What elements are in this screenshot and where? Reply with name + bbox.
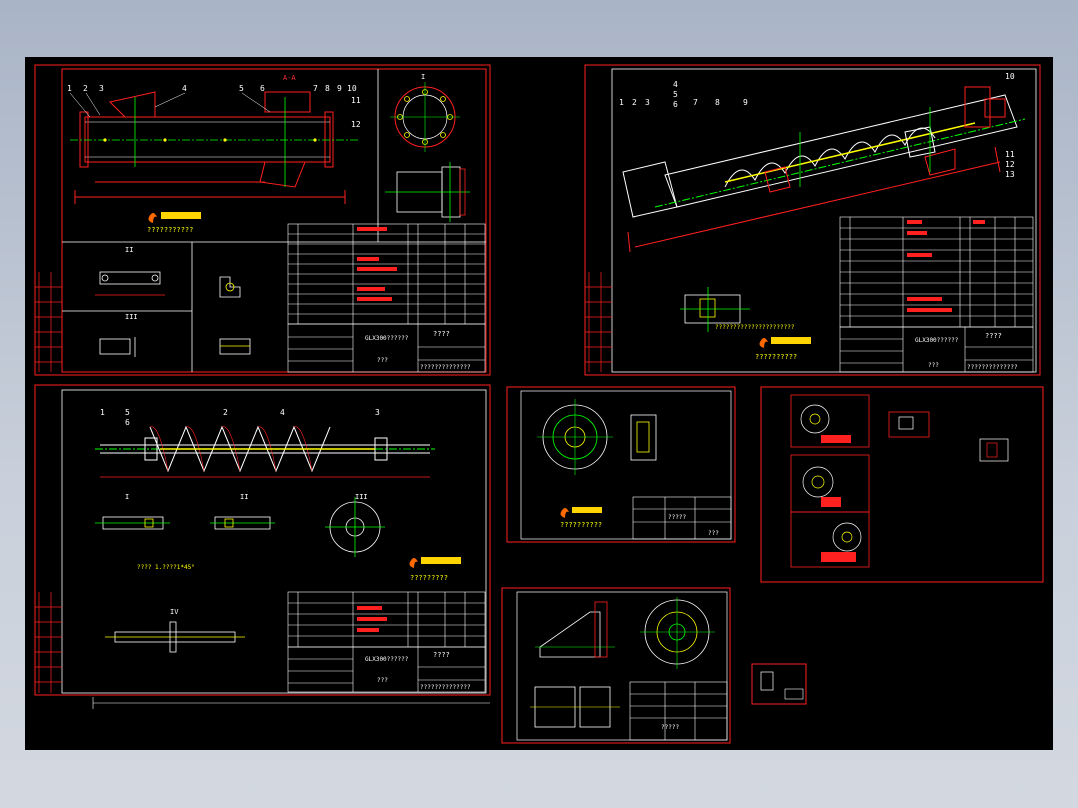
s2-balloon-11: 11: [1005, 150, 1015, 159]
parts-list-2: [839, 216, 1034, 328]
sheet-5-bracket: ?????: [501, 587, 731, 744]
sheet-4-bearing: ?????????? ????? ???: [506, 386, 736, 543]
balloon-12: 12: [351, 120, 361, 129]
balloon-9: 9: [337, 84, 342, 93]
detail-label-ii-s3: II: [240, 493, 248, 501]
title-block-3: [287, 646, 486, 693]
detail-label-iv: IV: [170, 608, 179, 616]
title-bottom-2: ???: [928, 362, 939, 369]
detail-iii: [95, 271, 165, 357]
flange-label: I: [421, 73, 425, 81]
s2-balloon-3: 3: [645, 98, 650, 107]
sheet-6-parts: [760, 386, 1044, 583]
drawing-title-2: GLX300??????: [915, 337, 959, 344]
sheet-7-small: [751, 663, 807, 705]
company-logo: ???????????: [147, 212, 201, 234]
tech-note: ???????????: [147, 226, 193, 234]
balloon-7: 7: [313, 84, 318, 93]
company-3: ??????????????: [420, 684, 471, 691]
company-2: ??????????????: [967, 364, 1018, 371]
sheet-2-assembly: 1 2 3 4 5 6 7 8 9 10 11 12 13 ??????????…: [584, 64, 1041, 376]
title-center-1: ????: [433, 330, 450, 338]
s3-balloon-4: 4: [280, 408, 285, 417]
balloon-6: 6: [260, 84, 265, 93]
s2-balloon-12: 12: [1005, 160, 1015, 169]
detail-label-i: I: [125, 493, 129, 501]
side-view: [385, 162, 470, 222]
company-logo-3: ?????????: [409, 557, 461, 582]
s3-balloon-3: 3: [375, 408, 380, 417]
detail-label-ii: II: [125, 246, 133, 254]
s2-balloon-2: 2: [632, 98, 637, 107]
cad-viewport[interactable]: 1 2 3 4 5 6 7 8 9 10 11 12 A-A: [25, 57, 1053, 750]
s2-balloon-9: 9: [743, 98, 748, 107]
detail-label-iii: III: [125, 313, 138, 321]
parts-list: [287, 223, 486, 325]
s2-balloon-7: 7: [693, 98, 698, 107]
s3-balloon-5: 5: [125, 408, 130, 417]
s2-balloon-4: 4: [673, 80, 678, 89]
tech-note-4: ??????????: [560, 521, 602, 529]
motor-note: ??????????????????????: [715, 324, 795, 331]
motor-view: [680, 287, 750, 332]
section-label: A-A: [283, 74, 296, 82]
sheet4-bottom: ???: [708, 530, 719, 537]
s2-balloon-10: 10: [1005, 72, 1015, 81]
s3-balloon-2: 2: [223, 408, 228, 417]
drawing-title-1: GLX300??????: [365, 335, 409, 342]
title-center-2: ????: [985, 332, 1002, 340]
balloon-3: 3: [99, 84, 104, 93]
balloon-10: 10: [347, 84, 357, 93]
s3-balloon-1: 1: [100, 408, 105, 417]
title-block-2: [839, 326, 1034, 373]
s2-balloon-6: 6: [673, 100, 678, 109]
balloon-4: 4: [182, 84, 187, 93]
detail-label-iii-s3: III: [355, 493, 368, 501]
balloon-2: 2: [83, 84, 88, 93]
sheet-3-screw-shaft: 1 5 6 2 4 3 I II III IV ???? 1.????1*45°…: [34, 384, 491, 709]
balloon-1: 1: [67, 84, 72, 93]
sheet5-title: ?????: [661, 724, 679, 731]
title-center-3: ????: [433, 651, 450, 659]
drawing-title-3: GLX300??????: [365, 656, 409, 663]
title-bottom-1: ???: [377, 357, 388, 364]
tech-note-3: ?????????: [410, 574, 448, 582]
flange-view: I: [390, 73, 460, 152]
title-block-1: [287, 323, 486, 373]
s3-balloon-6: 6: [125, 418, 130, 427]
company-logo-4: ??????????: [560, 507, 602, 529]
s2-balloon-13: 13: [1005, 170, 1015, 179]
balloon-8: 8: [325, 84, 330, 93]
company-1: ??????????????: [420, 364, 471, 371]
chamfer-note: ???? 1.????1*45°: [137, 564, 195, 571]
sheet4-title: ?????: [668, 514, 686, 521]
s2-balloon-1: 1: [619, 98, 624, 107]
title-bottom-3: ???: [377, 677, 388, 684]
s2-balloon-8: 8: [715, 98, 720, 107]
parts-list-3: [287, 591, 486, 648]
drawing-canvas: 1 2 3 4 5 6 7 8 9 10 11 12 A-A: [34, 64, 1044, 744]
balloon-5: 5: [239, 84, 244, 93]
s2-balloon-5: 5: [673, 90, 678, 99]
tech-note-2: ??????????: [755, 353, 797, 361]
company-logo-2: ??????????: [755, 337, 811, 361]
sheet-1-assembly: 1 2 3 4 5 6 7 8 9 10 11 12 A-A: [34, 64, 491, 376]
balloon-11: 11: [351, 96, 361, 105]
